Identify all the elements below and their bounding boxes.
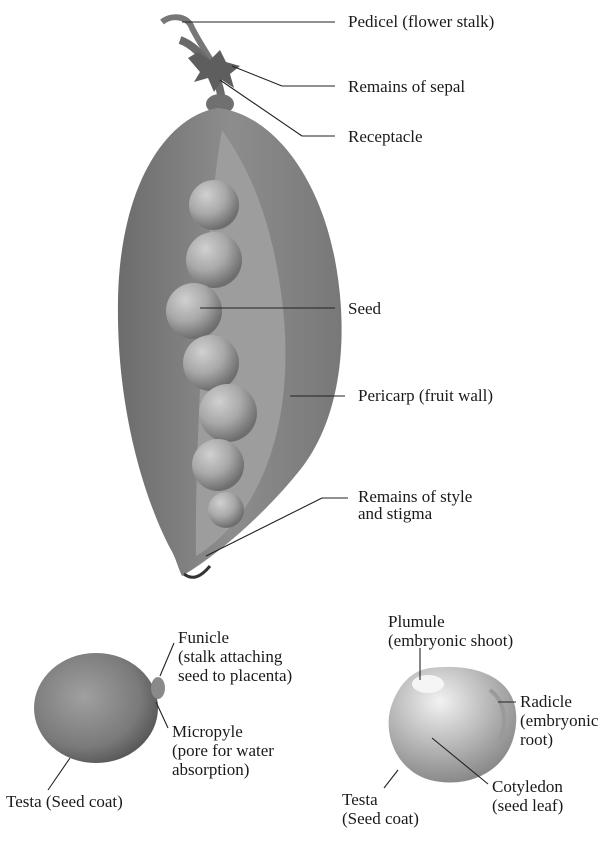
leader-sepal: [232, 66, 282, 86]
pea: [186, 232, 242, 288]
label-testa-right-line1: Testa: [342, 790, 378, 809]
label-radicle-line1: Radicle: [520, 692, 572, 711]
pea: [183, 335, 239, 391]
pea: [208, 492, 244, 528]
label-receptacle: Receptacle: [348, 127, 423, 146]
label-funicle-line3: seed to placenta): [178, 666, 292, 685]
label-plumule-line2: (embryonic shoot): [388, 631, 513, 650]
leader-testa-right: [384, 770, 398, 788]
label-testa-left: Testa (Seed coat): [6, 792, 123, 811]
label-pedicel: Pedicel (flower stalk): [348, 12, 494, 31]
label-pericarp: Pericarp (fruit wall): [358, 386, 493, 405]
pea: [189, 180, 239, 230]
label-plumule-line1: Plumule: [388, 612, 445, 631]
label-cotyledon-line1: Cotyledon: [492, 777, 563, 796]
label-cotyledon-line2: (seed leaf): [492, 796, 563, 815]
sepal-remains: [188, 50, 240, 92]
label-funicle-line2: (stalk attaching: [178, 647, 282, 666]
label-style-line1: Remains of style: [358, 488, 472, 505]
leader-testa-left: [48, 758, 70, 790]
funicle: [151, 677, 165, 699]
label-sepal: Remains of sepal: [348, 77, 465, 96]
pea: [166, 283, 222, 339]
label-micropyle-line2: (pore for water: [172, 741, 274, 760]
label-seed: Seed: [348, 299, 381, 318]
label-micropyle-line1: Micropyle: [172, 722, 243, 741]
pea: [192, 439, 244, 491]
label-micropyle-line3: absorption): [172, 760, 249, 779]
seed-interior: [389, 667, 517, 783]
label-funicle-line1: Funicle: [178, 628, 229, 647]
label-radicle-line3: root): [520, 730, 553, 749]
label-testa-right-line2: (Seed coat): [342, 809, 419, 828]
leader-micropyle: [156, 702, 168, 728]
leader-funicle: [160, 643, 174, 676]
label-style-line2: and stigma: [358, 505, 432, 522]
pea: [199, 384, 257, 442]
label-radicle-line2: (embryonic: [520, 711, 598, 730]
seed-exterior: [34, 653, 165, 763]
